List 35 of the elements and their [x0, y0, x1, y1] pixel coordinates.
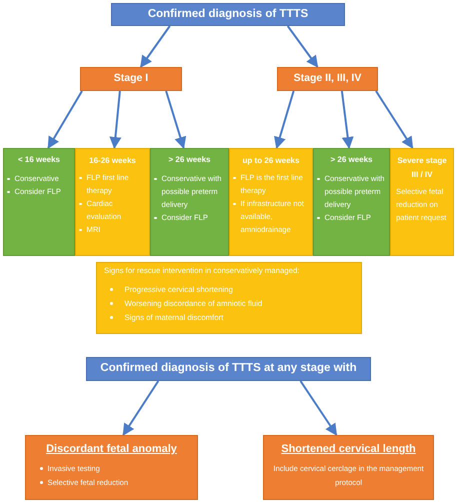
arrow — [122, 380, 160, 436]
heading: > 26 weeks — [329, 154, 374, 166]
arrow — [375, 90, 414, 149]
treatment-box — [229, 148, 313, 256]
arrow — [286, 25, 318, 68]
heading: Confirmed diagnosis of TTTS — [148, 6, 308, 22]
heading: < 16 weeks — [16, 154, 62, 166]
arrow — [340, 90, 354, 149]
stage-box — [277, 67, 378, 91]
treatment-box — [150, 148, 229, 256]
treatment-box — [3, 148, 75, 256]
arrow — [274, 90, 295, 149]
heading: Shortened cervical length — [280, 442, 417, 457]
outcome-box — [263, 435, 434, 500]
heading: Stage I — [114, 71, 148, 86]
heading: up to 26 weeks — [242, 155, 300, 167]
heading: 16-26 weeks — [88, 155, 137, 167]
arrow — [47, 90, 83, 149]
heading: Confirmed diagnosis of TTTS at any stage with — [100, 361, 357, 376]
note-box — [96, 262, 362, 334]
arrow — [140, 25, 171, 68]
diagnosis-box — [86, 357, 371, 381]
treatment-box — [390, 148, 454, 256]
heading: Severe stage III / IV — [396, 155, 448, 181]
arrow — [300, 380, 338, 436]
heading: > 26 weeks — [167, 154, 212, 166]
arrow — [109, 90, 122, 149]
diagnosis-box — [111, 3, 345, 26]
stage-box — [80, 67, 182, 91]
treatment-box — [75, 148, 150, 256]
heading: Discordant fetal anomaly — [45, 442, 178, 457]
heading: Stage II, III, IV — [294, 71, 362, 86]
outcome-box — [25, 435, 198, 500]
arrow — [165, 90, 186, 149]
treatment-box — [313, 148, 390, 256]
